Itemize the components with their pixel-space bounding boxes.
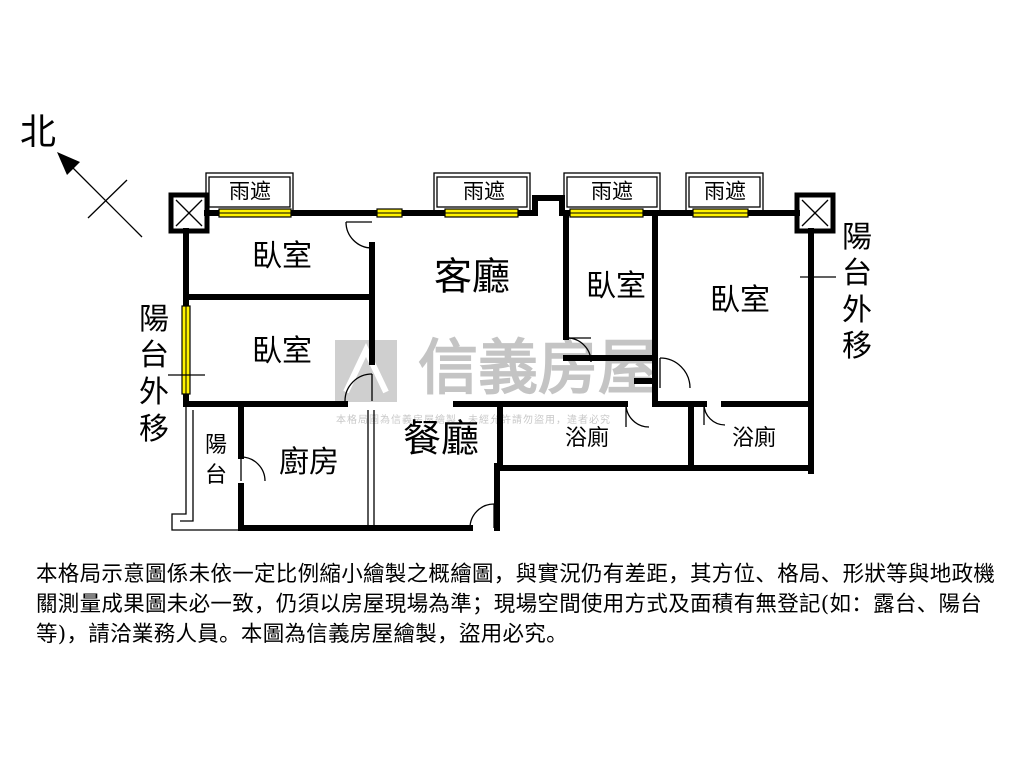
watermark-brand: 信義房屋 [418,334,658,404]
canopies: 雨遮 雨遮 雨遮 雨遮 [205,172,764,212]
balcony-note-char: 外 [139,375,169,410]
door-swing [659,357,691,389]
canopy-box-inner [436,176,528,208]
canopy-label: 雨遮 [463,180,505,204]
canopy-box-inner [566,176,658,208]
room-label-living-room: 客廳 [434,255,510,299]
room-label-bedroom-mid: 臥室 [586,269,646,304]
balcony-note-char: 台 [139,338,169,373]
balcony-note-east: 陽 台 外 移 [800,220,872,364]
door-swing [625,403,650,428]
door-swing [703,403,726,426]
canopy-label: 雨遮 [229,180,271,204]
door-swing [469,503,495,529]
room-label-balcony-char: 陽 [205,433,227,458]
wall [494,463,503,531]
canopy-box-inner [688,176,761,208]
balcony-note-char: 陽 [842,220,872,255]
room-label-bedroom-w: 臥室 [252,334,312,369]
canopy-box-inner [208,176,291,208]
door-swing [345,221,373,249]
north-compass: 北 [20,112,143,238]
balcony-note-char: 移 [842,329,872,364]
balcony-note-west: 陽 台 外 移 [139,302,205,447]
watermark-logo-mark [343,343,389,394]
watermark-line: 本格局圖為信義房屋繪製，未經允許請勿盜用，違者必究 [336,413,611,426]
windows [181,208,749,395]
compass-arrowhead [57,152,80,175]
room-label-bedroom-nw: 臥室 [252,239,312,274]
small-balcony-outline [171,404,241,531]
balcony-note-char: 移 [139,412,169,447]
canopy-label: 雨遮 [704,180,746,204]
disclaimer-text: 本格局示意圖係未依一定比例縮小繪製之概繪圖，與實況仍有差距，其方位、格局、形狀等… [36,562,996,647]
balcony-note-char: 陽 [139,302,169,337]
door-swing [344,373,373,402]
balcony-outline [171,404,241,531]
door-swing [240,456,266,482]
balcony-note-char: 台 [842,256,872,291]
room-label-bathroom-2: 浴廁 [732,426,776,451]
compass-cross-line [87,179,128,219]
room-label-kitchen: 廚房 [279,445,339,480]
balcony-note-char: 外 [842,293,872,328]
doors [240,221,726,529]
canopy-label: 雨遮 [591,180,633,204]
north-label: 北 [20,112,56,153]
room-label-bathroom-1: 浴廁 [565,426,609,451]
balcony-outline-inner [180,410,194,522]
column-cross [175,199,203,227]
column-cross [801,199,829,227]
room-labels: 臥室 臥室 客廳 臥室 臥室 餐廳 廚房 浴廁 浴廁 陽 台 [205,239,776,488]
watermark: 信義房屋 本格局圖為信義房屋繪製，未經允許請勿盜用，違者必究 [335,334,658,426]
compass-arrow-shaft [59,154,143,238]
room-label-bedroom-e: 臥室 [710,283,770,318]
room-label-dining-room: 餐廳 [403,417,479,461]
room-label-balcony-char: 台 [205,463,227,488]
